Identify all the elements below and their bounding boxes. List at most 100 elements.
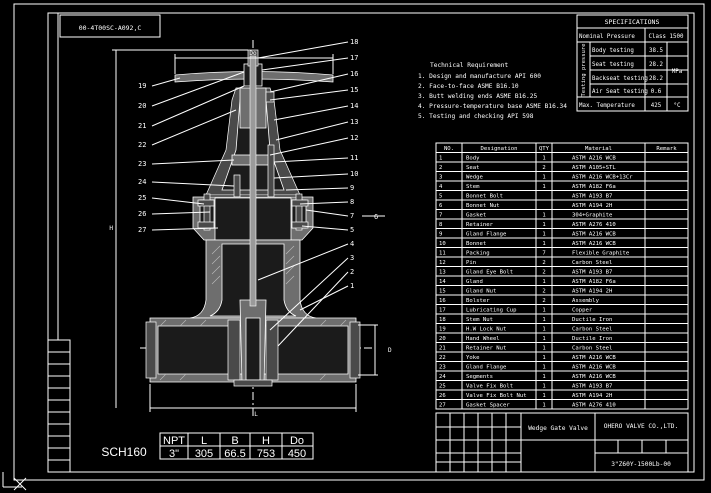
parts-cell-qty: 1 (542, 393, 545, 399)
parts-cell-qty: 2 (542, 270, 545, 276)
parts-cell-material: ASTM A182 F6a (572, 279, 616, 285)
parts-cell-qty: 1 (542, 355, 545, 361)
svg-text:5. Testing and checking API 59: 5. Testing and checking API 598 (418, 113, 534, 120)
parts-cell-no: 14 (439, 279, 446, 285)
parts-cell-designation: Packing (466, 251, 490, 257)
parts-cell-material: ASTM A193 B7 (572, 194, 612, 200)
parts-cell-material: ASTM A216 WCB (572, 232, 616, 238)
parts-cell-no: 4 (439, 184, 443, 190)
parts-cell-no: 5 (439, 194, 442, 200)
drawing-number-text: 00-4T00SC-A092,C (79, 24, 142, 32)
svg-text:Class 1500: Class 1500 (649, 34, 684, 40)
parts-cell-qty: 2 (542, 289, 545, 295)
parts-cell-qty: 2 (542, 260, 545, 266)
parts-cell-designation: Bonnet (466, 241, 486, 247)
parts-cell-material: ASTM A194 2H (572, 393, 612, 399)
parts-cell-designation: Valve Fix Bolt (466, 384, 513, 390)
parts-cell-designation: Wedge (466, 175, 483, 181)
parts-cell-qty: 1 (542, 241, 545, 247)
svg-text:1: 1 (350, 282, 354, 290)
svg-text:38.5: 38.5 (649, 48, 663, 54)
product-name: Wedge Gate Valve (528, 425, 588, 432)
parts-cell-material: ASTM A194 2H (572, 289, 612, 295)
svg-text:Nominal Pressure: Nominal Pressure (579, 34, 635, 40)
svg-text:14: 14 (350, 102, 358, 110)
parts-cell-material: ASTM A105+STL (572, 165, 616, 171)
parts-cell-qty: 1 (542, 317, 545, 323)
parts-cell-qty: 1 (542, 213, 545, 219)
svg-text:SPECIFICATIONS: SPECIFICATIONS (605, 18, 660, 26)
seat-right (265, 319, 279, 381)
parts-cell-designation: Valve Fix Bolt Nut (466, 393, 527, 399)
parts-cell-no: 16 (439, 298, 446, 304)
butt-weld-end-left (145, 321, 157, 379)
parts-cell-designation: Bonnet Nut (466, 203, 500, 209)
svg-text:Do: Do (290, 435, 304, 447)
svg-text:D: D (388, 347, 392, 354)
company-name: OHERO VALVE CO.,LTD. (604, 423, 679, 430)
svg-text:Air Seat testing: Air Seat testing (592, 89, 648, 95)
parts-cell-qty: 1 (542, 384, 545, 390)
ucs-axis-icon (2, 472, 27, 491)
svg-text:°C: °C (674, 103, 681, 109)
parts-cell-no: 3 (439, 175, 442, 181)
technical-requirement: Technical Requirement 1. Design and manu… (418, 62, 567, 120)
parts-cell-material: ASTM A216 WCB (572, 355, 616, 361)
butt-weld-end-right (349, 321, 361, 379)
svg-text:B: B (231, 435, 238, 447)
sheet-border (13, 3, 705, 481)
svg-text:SCH160: SCH160 (101, 445, 147, 459)
svg-text:2. Face-to-face ASME B16.10: 2. Face-to-face ASME B16.10 (418, 83, 519, 90)
svg-text:Max. Temperature: Max. Temperature (579, 103, 635, 109)
seat-left (227, 319, 241, 381)
parts-cell-no: 22 (439, 355, 446, 361)
parts-cell-designation: Stem Nut (466, 317, 493, 323)
svg-text:NPT: NPT (163, 435, 185, 447)
svg-text:MPa: MPa (672, 69, 682, 75)
svg-text:Backseat testing: Backseat testing (592, 76, 648, 82)
parts-cell-no: 2 (439, 165, 442, 171)
parts-cell-no: 1 (439, 156, 442, 162)
parts-cell-designation: Body (466, 156, 480, 162)
parts-cell-material: 304+Graphite (572, 213, 613, 219)
svg-text:Technical Requirement: Technical Requirement (430, 62, 509, 69)
parts-cell-no: 20 (439, 336, 446, 342)
svg-text:Testing pressure: Testing pressure (581, 44, 587, 97)
svg-text:12: 12 (350, 134, 358, 142)
parts-cell-no: 27 (439, 403, 446, 409)
parts-cell-qty: 1 (542, 279, 545, 285)
left-revision-strip (47, 339, 71, 473)
parts-cell-designation: Retainer (466, 222, 494, 228)
svg-text:6: 6 (374, 213, 378, 221)
svg-text:20: 20 (138, 102, 146, 110)
parts-cell-qty: 1 (542, 232, 545, 238)
parts-cell-designation: Yoke (466, 355, 480, 361)
parts-cell-material: Copper (572, 308, 593, 314)
svg-text:5: 5 (350, 226, 354, 234)
drawing-no: 3"Z60Y-1500Lb-00 (611, 461, 671, 468)
dimension-d: D (358, 324, 392, 376)
parts-cell-qty: 1 (542, 346, 545, 352)
parts-cell-material: Assembly (572, 298, 600, 304)
parts-cell-no: 15 (439, 289, 446, 295)
parts-cell-material: ASTM A216 WCB (572, 241, 616, 247)
parts-cell-designation: Seat (466, 165, 479, 171)
parts-cell-qty: 1 (542, 336, 545, 342)
parts-cell-designation: Bolster (466, 298, 490, 304)
svg-text:450: 450 (288, 448, 306, 460)
parts-header-cell: QTY (539, 146, 550, 152)
parts-cell-qty: 1 (542, 184, 545, 190)
drawing-number-box (59, 14, 161, 38)
parts-header-cell: Material (585, 146, 612, 152)
parts-cell-no: 19 (439, 327, 446, 333)
parts-cell-material: Carbon Steel (572, 327, 612, 333)
svg-text:0.6: 0.6 (651, 89, 662, 95)
svg-text:16: 16 (350, 70, 358, 78)
svg-text:L: L (201, 435, 207, 447)
svg-text:17: 17 (350, 54, 358, 62)
valve-section-drawing: Do H L D 18 17 16 15 14 13 12 11 (109, 38, 392, 418)
svg-text:305: 305 (195, 448, 213, 460)
parts-header-cell: Designation (480, 146, 517, 152)
svg-text:Seat testing: Seat testing (592, 62, 634, 68)
